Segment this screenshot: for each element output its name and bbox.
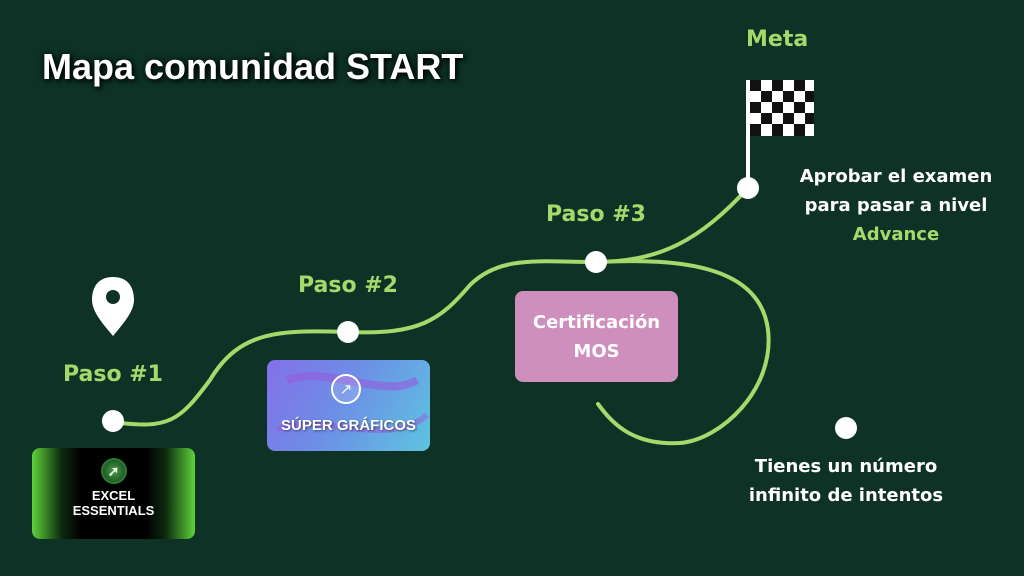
goal-text-line1: Aprobar el examen bbox=[799, 166, 993, 187]
excel-card-line1: EXCEL bbox=[91, 488, 136, 503]
retry-loop-line bbox=[594, 259, 771, 446]
excel-essentials-card: ➚ EXCEL ESSENTIALS bbox=[32, 448, 195, 539]
super-graficos-card: ↗ SÚPER GRÁFICOS bbox=[267, 360, 430, 451]
step-3-node bbox=[585, 251, 607, 273]
step-2-label: Paso #2 bbox=[298, 273, 398, 298]
goal-description: Aprobar el examen para pasar a nivel Adv… bbox=[786, 162, 1006, 249]
excel-card-line2: ESSENTIALS bbox=[72, 503, 155, 518]
page-title: Mapa comunidad START bbox=[42, 46, 464, 87]
retry-text-line1: Tienes un número bbox=[754, 456, 938, 477]
goal-node bbox=[737, 177, 759, 199]
goal-text-line3: Advance bbox=[852, 224, 940, 245]
certificacion-mos-card: Certificación MOS bbox=[515, 291, 678, 382]
retry-node bbox=[835, 417, 857, 439]
step-1-node bbox=[102, 410, 124, 432]
step-3-label: Paso #3 bbox=[546, 202, 646, 227]
chart-icon: ↗ bbox=[331, 374, 361, 404]
cert-card-line1: Certificación bbox=[532, 311, 661, 333]
step-2-node bbox=[337, 321, 359, 343]
cert-card-line2: MOS bbox=[573, 340, 620, 362]
retry-text-line2: infinito de intentos bbox=[748, 485, 944, 506]
step-1-label: Paso #1 bbox=[63, 362, 163, 387]
goal-label: Meta bbox=[746, 27, 809, 52]
checkered-flag-icon bbox=[746, 80, 814, 188]
rocket-icon: ➚ bbox=[100, 458, 127, 484]
location-pin-icon bbox=[92, 277, 134, 336]
graficos-card-label: SÚPER GRÁFICOS bbox=[280, 417, 416, 434]
goal-text-line2: para pasar a nivel bbox=[804, 195, 988, 216]
retry-description: Tienes un número infinito de intentos bbox=[728, 452, 964, 510]
